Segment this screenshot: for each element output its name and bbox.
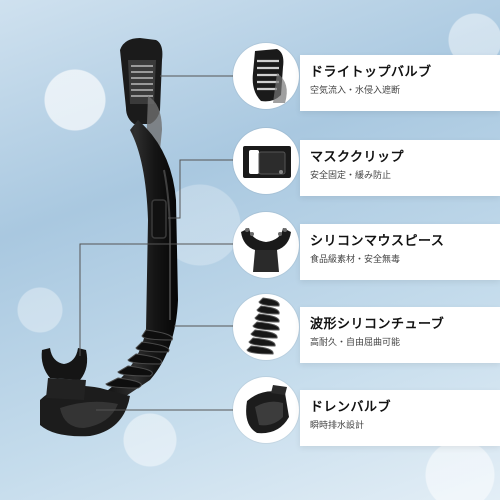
feature-card: 波形シリコンチューブ 高耐久・自由屈曲可能 <box>300 307 500 363</box>
feature-title: 波形シリコンチューブ <box>310 317 445 332</box>
feature-title: マスククリップ <box>310 150 404 165</box>
dry-top-valve-icon <box>233 43 299 109</box>
feature-title: シリコンマウスピース <box>310 234 445 249</box>
mouthpiece-icon <box>233 212 299 278</box>
feature-subtitle: 瞬時排水設計 <box>310 421 365 431</box>
feature-card: シリコンマウスピース 食品級素材・安全無毒 <box>300 224 500 280</box>
mask-clip-icon <box>233 128 299 194</box>
feature-title: ドライトップバルブ <box>310 65 432 80</box>
feature-subtitle: 安全固定・緩み防止 <box>310 171 392 181</box>
feature-card: ドライトップバルブ 空気流入・水侵入遮断 <box>300 55 500 111</box>
corrugated-tube-icon <box>233 294 299 360</box>
feature-subtitle: 食品級素材・安全無毒 <box>310 255 401 265</box>
feature-subtitle: 高耐久・自由屈曲可能 <box>310 338 401 348</box>
feature-card: ドレンバルブ 瞬時排水設計 <box>300 390 500 446</box>
feature-subtitle: 空気流入・水侵入遮断 <box>310 86 401 96</box>
drain-valve-icon <box>233 377 299 443</box>
feature-card: マスククリップ 安全固定・緩み防止 <box>300 140 500 196</box>
feature-title: ドレンバルブ <box>310 400 392 415</box>
